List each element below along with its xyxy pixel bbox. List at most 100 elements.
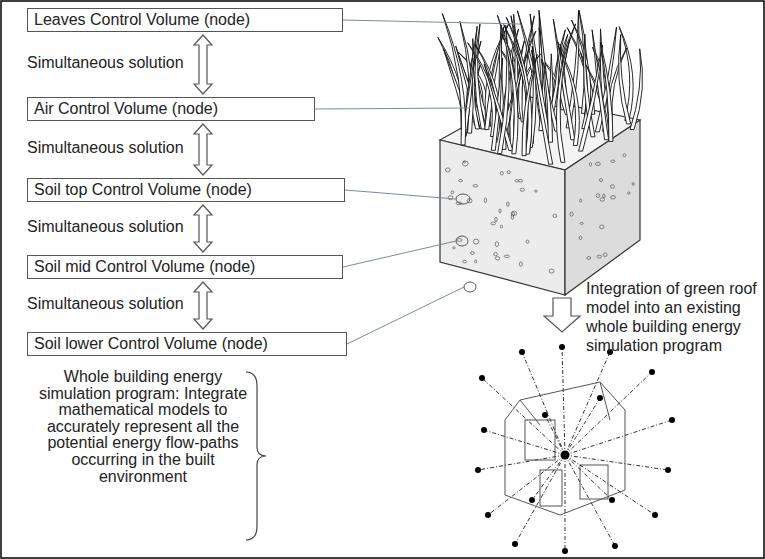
grass-blade xyxy=(579,45,603,151)
soil-grain xyxy=(600,225,604,229)
energy-node-dot xyxy=(519,349,525,355)
soil-grain xyxy=(457,239,463,242)
soil-grain xyxy=(453,247,455,249)
soil-grain xyxy=(610,185,614,189)
control-volume-box: Leaves Control Volume (node) xyxy=(27,8,343,32)
probe-circle xyxy=(464,282,476,292)
soil-grain xyxy=(580,199,582,202)
soil-texture xyxy=(445,154,634,273)
soil-grain xyxy=(597,255,602,258)
soil-grain xyxy=(471,252,475,255)
soil-grain xyxy=(579,236,582,239)
curly-bracket xyxy=(246,372,266,540)
energy-flow-line xyxy=(565,372,652,455)
energy-node-dot xyxy=(612,543,618,549)
soil-grain xyxy=(611,196,616,199)
energy-node-dot xyxy=(652,512,658,518)
energy-flow-line xyxy=(488,455,565,515)
edge-label: Simultaneous solution xyxy=(27,295,184,313)
soil-grain xyxy=(491,222,496,225)
energy-flow-line xyxy=(565,455,615,546)
node-label: Soil lower Control Volume (node) xyxy=(34,334,268,353)
energy-node-dot xyxy=(542,412,548,418)
soil-grain xyxy=(519,179,523,182)
energy-flow-line xyxy=(565,455,566,551)
soil-grain xyxy=(499,209,501,213)
soil-grain xyxy=(600,198,605,201)
soil-grain xyxy=(603,194,605,198)
soil-grain xyxy=(475,260,477,263)
soil-grain xyxy=(500,225,502,228)
double-arrow xyxy=(194,282,212,329)
soil-front-face xyxy=(440,140,565,295)
soil-grain xyxy=(596,194,600,198)
building-network xyxy=(475,344,675,554)
energy-flow-line xyxy=(565,455,668,470)
soil-grain xyxy=(500,172,503,175)
soil-grain xyxy=(445,168,450,172)
soil-grain xyxy=(459,180,463,182)
soil-grain xyxy=(451,191,454,194)
soil-grain xyxy=(495,217,497,222)
soil-grain xyxy=(628,192,630,194)
soil-grain xyxy=(587,257,591,260)
energy-flow-line xyxy=(565,420,672,455)
double-arrow xyxy=(194,124,212,175)
energy-node-dot xyxy=(475,467,481,473)
grass-blade xyxy=(600,42,613,141)
soil-grain xyxy=(507,202,510,206)
probe-circles xyxy=(456,194,476,292)
soil-grain xyxy=(553,214,557,217)
edge-label: Simultaneous solution xyxy=(27,218,184,236)
node-label: Leaves Control Volume (node) xyxy=(34,10,250,29)
soil-grain xyxy=(623,154,626,157)
grass-blade xyxy=(442,14,465,145)
energy-node-dot xyxy=(512,541,518,547)
down-arrow xyxy=(544,298,580,332)
leader-line xyxy=(343,241,456,267)
energy-flow-line xyxy=(482,378,565,455)
soil-grain xyxy=(535,190,538,192)
energy-flow-line xyxy=(478,455,565,470)
soil-grain xyxy=(589,163,591,166)
grass-blade xyxy=(532,50,553,164)
note-text: Integration of green roof model into an … xyxy=(586,279,758,355)
energy-node-dot xyxy=(529,497,535,503)
soil-grain xyxy=(570,212,573,216)
soil-grain xyxy=(632,183,634,186)
energy-node-dot xyxy=(485,512,491,518)
energy-flow-line xyxy=(532,455,565,500)
central-node-dot xyxy=(561,451,570,460)
house-window xyxy=(525,420,555,460)
soil-grain xyxy=(599,179,602,182)
soil-grain xyxy=(473,239,478,244)
soil-grain xyxy=(520,188,524,191)
edge-label: Simultaneous solution xyxy=(27,54,184,72)
probe-circle xyxy=(456,236,468,246)
grass-illustration xyxy=(438,10,643,164)
energy-flow-line xyxy=(562,347,565,455)
soil-grain xyxy=(526,240,529,243)
double-arrow xyxy=(194,35,212,94)
soil-grain xyxy=(495,257,499,260)
leader-line xyxy=(347,287,464,344)
energy-flow-line xyxy=(484,430,565,455)
node-label: Air Control Volume (node) xyxy=(34,99,218,118)
control-volume-box: Soil lower Control Volume (node) xyxy=(27,332,347,356)
node-label: Soil top Control Volume (node) xyxy=(34,180,252,199)
house-door xyxy=(540,470,562,506)
energy-node-dot xyxy=(665,467,671,473)
soil-grain xyxy=(494,253,498,256)
energy-node-dot xyxy=(562,548,568,554)
soil-grain xyxy=(580,222,583,224)
soil-grain xyxy=(495,242,498,247)
soil-grain xyxy=(504,255,509,257)
energy-node-dot xyxy=(559,344,565,350)
house-edge xyxy=(520,400,540,425)
energy-flow-line xyxy=(565,398,600,455)
soil-grain xyxy=(511,214,513,219)
leader-line xyxy=(343,20,520,24)
soil-grain xyxy=(549,269,554,273)
leader-line xyxy=(315,108,470,109)
